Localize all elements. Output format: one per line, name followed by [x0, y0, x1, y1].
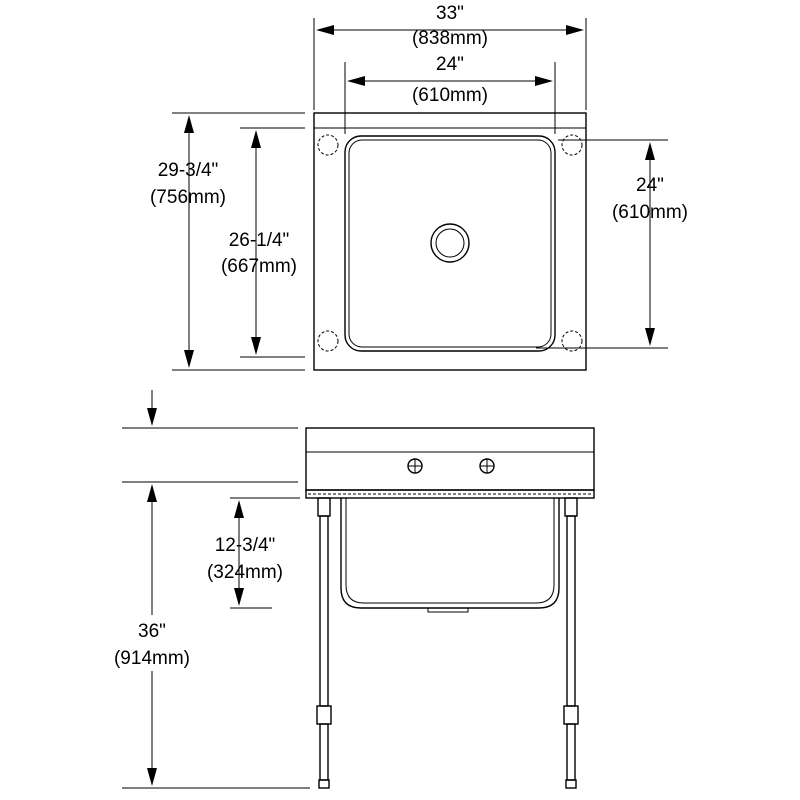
dim-rim-height-metric: (914mm)	[114, 648, 190, 669]
dim-rim-height-imperial: 36"	[138, 621, 166, 642]
dim-overall-depth: 29-3/4" (756mm)	[150, 112, 305, 371]
plan-leg-bl	[317, 330, 339, 352]
dim-bowl-depth-right-metric: (610mm)	[612, 202, 688, 223]
plan-view	[313, 112, 587, 371]
right-leg	[563, 497, 579, 789]
dim-bowl-width-imperial: 24"	[436, 54, 464, 75]
dim-bowl-depth-right: 24" (610mm)	[536, 139, 688, 349]
elevation-bowl-outer	[340, 498, 560, 609]
dim-overall-width: 33" (838mm)	[313, 3, 587, 110]
plan-leg-br	[561, 330, 583, 352]
elevation-backsplash	[305, 427, 595, 491]
dim-overall-depth-metric: (756mm)	[150, 187, 226, 208]
plan-leg-tl	[317, 134, 339, 156]
dim-bowl-height-metric: (324mm)	[207, 562, 283, 583]
dim-rim-height: 36" (914mm)	[108, 484, 310, 789]
left-leg	[316, 497, 332, 789]
elevation-drain	[427, 607, 469, 613]
dim-bowl-front-back: 26-1/4" (667mm)	[221, 127, 305, 358]
faucet-hole-left-icon	[407, 458, 423, 474]
elevation-view	[305, 427, 595, 789]
dim-bowl-width-metric: (610mm)	[412, 85, 488, 106]
dim-backsplash-height	[122, 390, 298, 483]
plan-leg-tr	[561, 134, 583, 156]
dim-bowl-depth-right-imperial: 24"	[636, 175, 664, 196]
plan-outer-outline	[313, 112, 587, 371]
dim-overall-width-imperial: 33"	[436, 3, 464, 24]
dim-overall-depth-imperial: 29-3/4"	[158, 160, 219, 181]
faucet-hole-right-icon	[479, 458, 495, 474]
dim-bowl-front-back-imperial: 26-1/4"	[229, 230, 290, 251]
plan-bowl-inner	[348, 139, 552, 348]
plan-drain-outer	[430, 223, 470, 263]
elevation-rim	[305, 489, 595, 499]
plan-drain-inner	[435, 228, 465, 258]
dim-bowl-front-back-metric: (667mm)	[221, 256, 297, 277]
elevation-bowl-inner	[345, 498, 555, 604]
dim-bowl-height-imperial: 12-3/4"	[215, 535, 276, 556]
dim-bowl-width: 24" (610mm)	[344, 54, 556, 134]
dim-overall-width-metric: (838mm)	[412, 28, 488, 49]
plan-bowl-outer	[344, 135, 556, 352]
dim-bowl-height: 12-3/4" (324mm)	[207, 497, 300, 609]
